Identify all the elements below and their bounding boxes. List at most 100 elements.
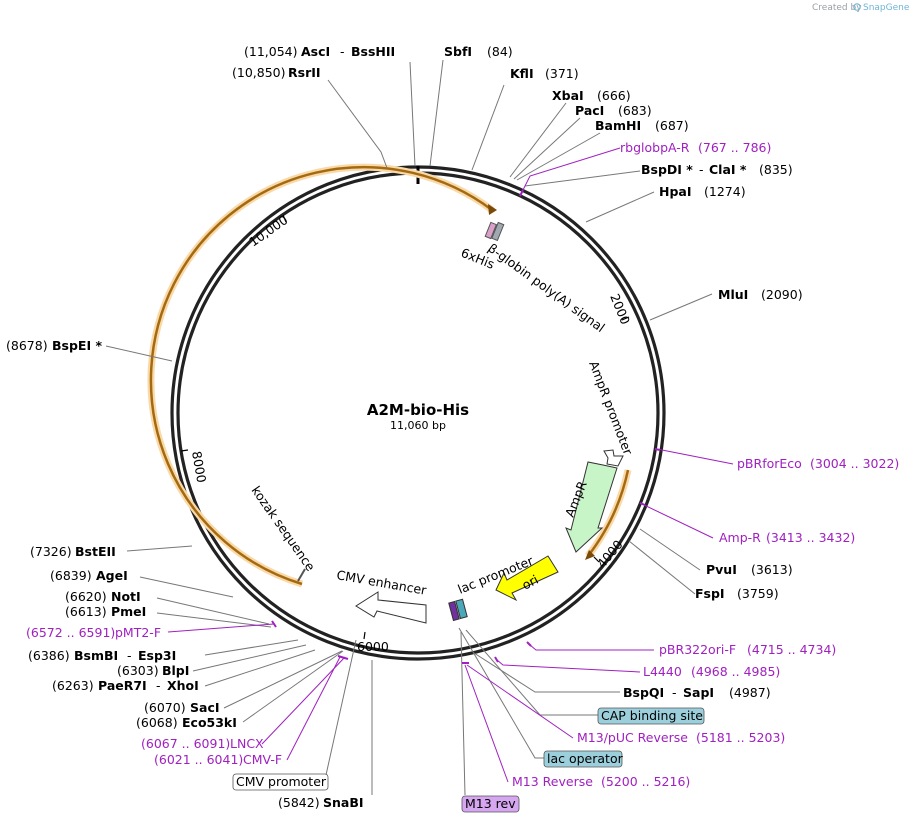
enzyme-eco53ki-position: (6068) <box>136 715 178 730</box>
primer-pbrforeco: pBRforEco <box>737 456 802 471</box>
cmv-promoter-box <box>232 773 329 791</box>
enzyme-blpi: BlpI <box>162 663 189 678</box>
enzyme-mlui: MluI <box>718 287 748 302</box>
feature-kozak: kozak sequence <box>249 483 319 574</box>
enzyme-clai: ClaI * <box>709 162 747 177</box>
feature-bglobin-polya: β-globin poly(A) signal <box>485 240 608 335</box>
feature-cmv-enhancer: CMV enhancer <box>335 567 428 598</box>
enzyme-kfli-position: (371) <box>545 66 579 81</box>
enzyme-separator: - <box>156 678 161 693</box>
enzyme-bspdi: BspDI * <box>641 162 693 177</box>
enzyme-bspqi: BspQI <box>623 685 664 700</box>
ori-arc-arrowhead <box>585 550 595 560</box>
enzyme-bspqi-position: (4987) <box>729 685 771 700</box>
enzyme-pvui: PvuI <box>706 562 737 577</box>
primer-m13-reverse-range: (5200 .. 5216) <box>601 774 690 789</box>
snapgene-logo-icon <box>853 3 861 11</box>
enzyme-bspei-position: (8678) <box>6 338 48 353</box>
cds-arc <box>149 166 493 586</box>
primer-pbrforeco-range: (3004 .. 3022) <box>810 456 899 471</box>
primer-cmv-f: CMV-F <box>243 752 282 767</box>
enzyme-agei-position: (6839) <box>50 568 92 583</box>
enzyme-sbfi-position: (84) <box>487 44 513 59</box>
enzyme-bsmbi-position: (6386) <box>28 648 70 663</box>
enzyme-rsrii-position: (10,850) <box>232 65 286 80</box>
cds-arc-arrowhead <box>488 204 497 215</box>
ampr-promoter-arrow <box>603 449 624 467</box>
cap-binding-site-label: CAP binding site <box>601 708 703 723</box>
enzyme-bsteii-position: (7326) <box>30 544 72 559</box>
enzyme-separator: - <box>672 685 677 700</box>
primer-l4440-range: (4968 .. 4985) <box>691 664 780 679</box>
enzyme-xbai-position: (666) <box>597 88 631 103</box>
enzyme-saci-position: (6070) <box>144 700 186 715</box>
enzyme-xbai: XbaI <box>552 88 584 103</box>
enzyme-separator: - <box>699 162 704 177</box>
enzyme-pmei: PmeI <box>111 604 146 619</box>
primer-lncx: LNCX <box>230 736 264 751</box>
primer-rbglobpa-r: rbglobpA-R <box>620 140 690 155</box>
enzyme-fspi: FspI <box>695 586 725 601</box>
lac-operator-box <box>543 750 623 768</box>
primer-marks <box>271 189 661 664</box>
enzyme-saci: SacI <box>190 700 220 715</box>
ori-label: ori <box>519 572 540 593</box>
primer-l4440: L4440 <box>643 664 682 679</box>
enzyme-sbfi: SbfI <box>444 44 472 59</box>
primer-m13-reverse: M13 Reverse <box>512 774 593 789</box>
lac-operator-label: lac operator <box>547 751 624 766</box>
primer-amp-r-range: (3413 .. 3432) <box>766 530 855 545</box>
enzyme-pmei-position: (6613) <box>65 604 107 619</box>
enzyme-noti-position: (6620) <box>65 589 107 604</box>
enzyme-kfli: KflI <box>510 66 534 81</box>
tick-marks <box>180 214 630 640</box>
m13-rev-label: M13 rev <box>465 796 516 811</box>
primer-pmt2-f: pMT2-F <box>115 625 161 640</box>
enzyme-snabi-position: (5842) <box>278 795 320 810</box>
ori-arrow <box>495 555 559 602</box>
enzyme-paci: PacI <box>575 103 604 118</box>
enzyme-leader-lines <box>105 59 713 795</box>
enzyme-bamhi-position: (687) <box>655 118 689 133</box>
tick-label-6000: 6000 <box>357 639 389 654</box>
plasmid-name: A2M-bio-His <box>367 401 469 419</box>
enzyme-separator: - <box>127 648 132 663</box>
ori-arc <box>587 469 630 557</box>
enzyme-bamhi: BamHI <box>595 118 641 133</box>
cmv-promoter-label: CMV promoter <box>236 774 327 789</box>
tick-4000 <box>593 556 600 563</box>
cmv-enhancer-arrow <box>355 591 427 624</box>
primer-pbr322ori-f: pBR322ori-F <box>659 642 736 657</box>
primer-leader-lines <box>167 147 734 783</box>
ampr-arrow <box>565 461 618 553</box>
primer-cmv-f-range: (6021 .. 6041) <box>154 752 243 767</box>
primer-amp-r: Amp-R <box>719 530 761 545</box>
bglobin-polya-feature <box>491 221 505 242</box>
enzyme-sapi: SapI <box>683 685 714 700</box>
m13-rev-box <box>461 795 520 813</box>
enzyme-esp3i: Esp3I <box>138 648 176 663</box>
enzyme-xhoi: XhoI <box>167 678 199 693</box>
plasmid-length: 11,060 bp <box>390 419 446 432</box>
enzyme-agei: AgeI <box>96 568 128 583</box>
enzyme-bsteii: BstEII <box>75 544 116 559</box>
primer-m13-puc-reverse-range: (5181 .. 5203) <box>696 730 785 745</box>
enzyme-paer7i-position: (6263) <box>52 678 94 693</box>
enzyme-mlui-position: (2090) <box>761 287 803 302</box>
cluster-purple-feature <box>448 600 460 622</box>
enzyme-separator: - <box>340 44 345 59</box>
cap-binding-site-box <box>597 707 705 725</box>
enzyme-eco53ki: Eco53kI <box>182 715 237 730</box>
cds-arc-glow <box>147 163 495 588</box>
primer-m13-puc-reverse: M13/pUC Reverse <box>577 730 688 745</box>
enzyme-hpai: HpaI <box>659 184 692 199</box>
enzyme-paer7i: PaeR7I <box>98 678 147 693</box>
primer-rbglobpa-r-range: (767 .. 786) <box>698 140 771 155</box>
credit-brand: SnapGene <box>863 3 910 13</box>
cluster-teal-feature <box>455 598 468 620</box>
enzyme-snabi: SnaBI <box>323 795 364 810</box>
enzyme-hpai-position: (1274) <box>704 184 746 199</box>
enzyme-bsshii: BssHII <box>351 44 395 59</box>
credit-prefix: Created by <box>812 3 862 13</box>
